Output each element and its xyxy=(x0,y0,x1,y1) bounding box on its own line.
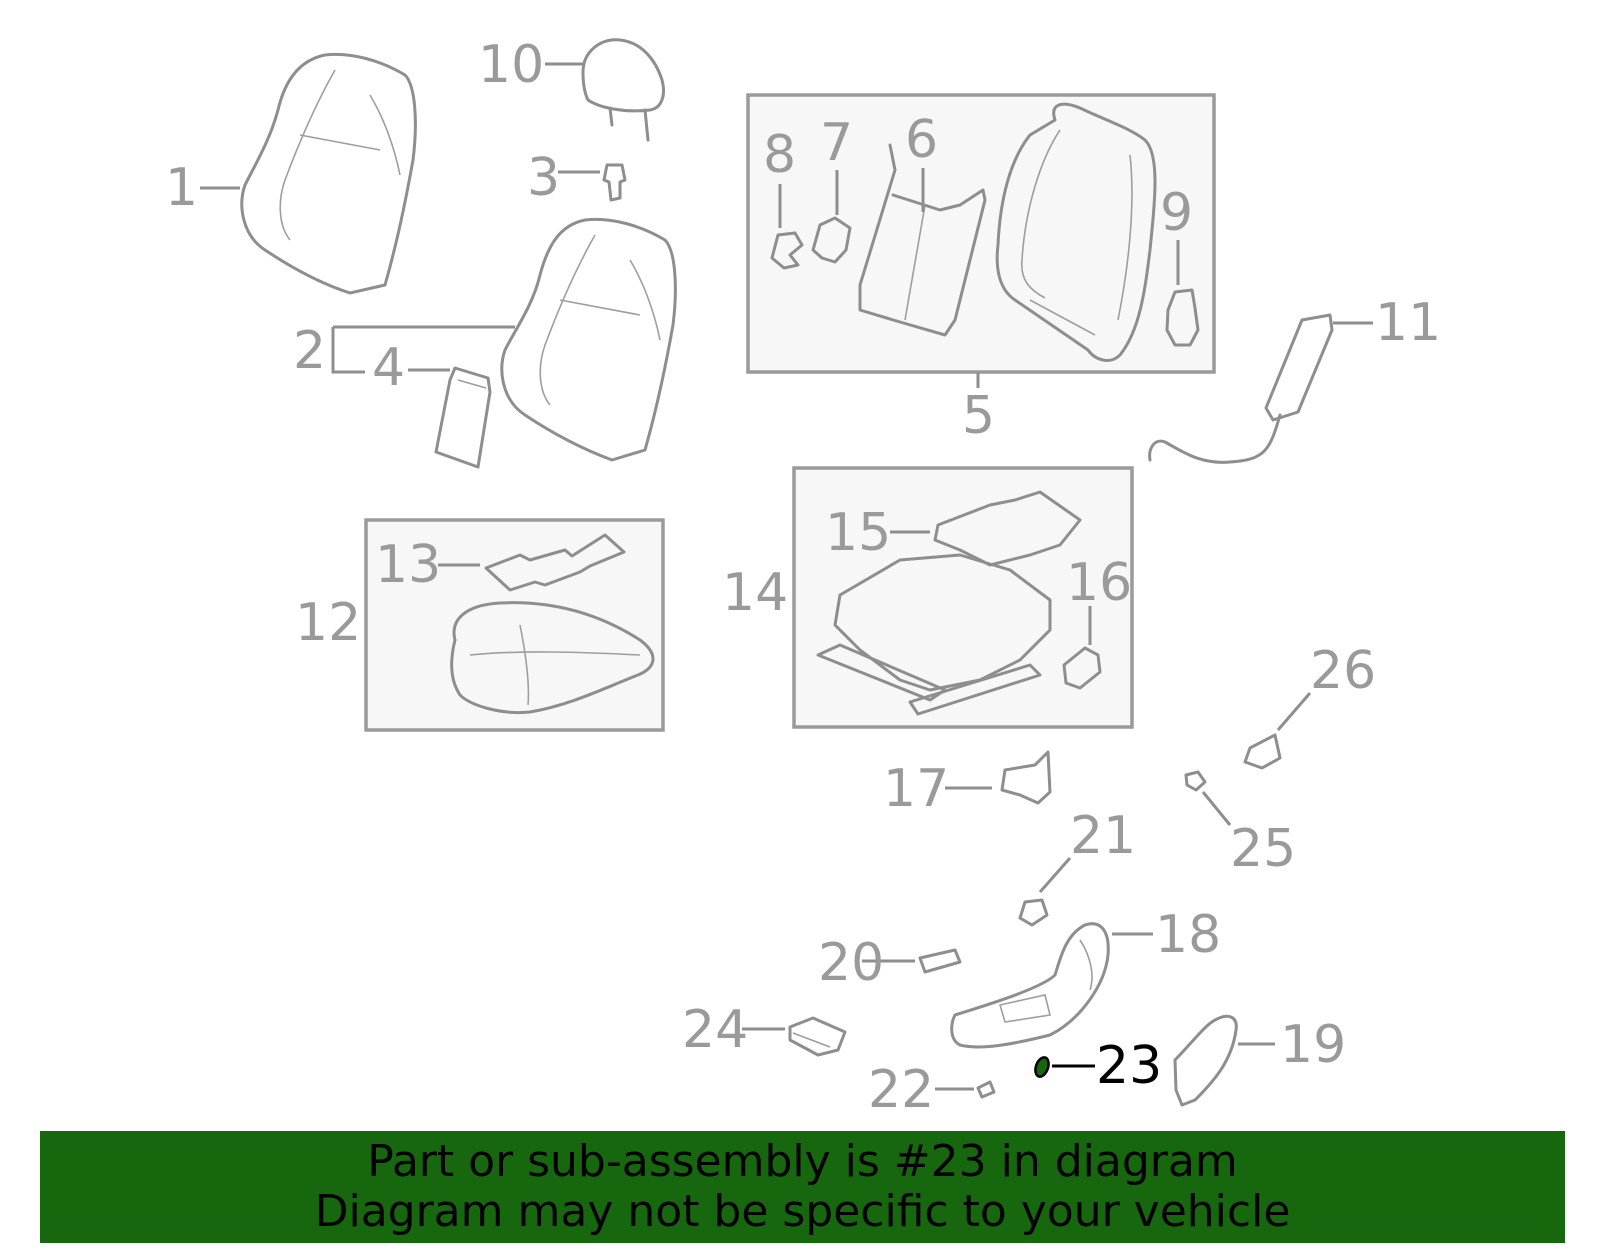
part-12-seat-cushion xyxy=(450,601,655,715)
part-10-headrest xyxy=(581,38,665,142)
callout-3: 3 xyxy=(527,148,560,208)
callout-18: 18 xyxy=(1155,905,1221,965)
callout-1: 1 xyxy=(165,158,198,218)
part-9-motor xyxy=(1165,288,1200,347)
callout-15: 15 xyxy=(825,503,891,563)
part-19-cover xyxy=(1173,1014,1238,1107)
leader-lines xyxy=(200,62,1373,1091)
part-8-bracket xyxy=(770,231,804,270)
callout-16: 16 xyxy=(1066,553,1132,613)
part-4-pad xyxy=(434,366,492,469)
part-25-clip xyxy=(1184,770,1207,792)
callout-7: 7 xyxy=(820,113,853,173)
callout-14: 14 xyxy=(722,563,788,623)
callout-4: 4 xyxy=(372,338,405,398)
part-21-clip xyxy=(1018,898,1049,927)
part-18-side-trim xyxy=(950,922,1110,1049)
callout-2: 2 xyxy=(293,321,326,381)
part-20-connector xyxy=(918,948,962,974)
callout-20: 20 xyxy=(818,933,884,993)
part-26-cover xyxy=(1243,733,1282,770)
callout-8: 8 xyxy=(763,125,796,185)
callout-6: 6 xyxy=(905,110,938,170)
part-22-cap xyxy=(976,1080,996,1099)
part-11-side-airbag xyxy=(1148,313,1334,464)
callout-23: 23 xyxy=(1096,1036,1162,1096)
group-box-14 xyxy=(792,466,1134,729)
part-15-cushion-frame-plate xyxy=(933,490,1082,567)
part-17-switch-bracket xyxy=(1000,750,1052,805)
seat-cushion-frame xyxy=(816,553,1052,716)
seatback-frame xyxy=(995,102,1157,362)
callout-24: 24 xyxy=(682,1000,748,1060)
part-13-heater-mat xyxy=(484,533,626,592)
part-7-bracket xyxy=(811,216,852,264)
part-24-module xyxy=(788,1016,847,1057)
callout-26: 26 xyxy=(1310,641,1376,701)
part-23-highlighted[interactable] xyxy=(1033,1056,1051,1079)
callout-11: 11 xyxy=(1375,293,1441,353)
part-3-clip xyxy=(602,163,627,202)
callout-12: 12 xyxy=(295,593,361,653)
callout-19: 19 xyxy=(1280,1015,1346,1075)
callout-22: 22 xyxy=(868,1060,934,1120)
part-6-back-panel xyxy=(858,143,987,337)
callout-25: 25 xyxy=(1230,819,1296,879)
part-16-motor xyxy=(1062,646,1102,690)
callout-17: 17 xyxy=(883,759,949,819)
callout-labels: 1 2 3 4 5 6 7 8 9 10 11 12 13 14 15 16 1… xyxy=(165,35,1441,1120)
info-banner: Part or sub-assembly is #23 in diagram D… xyxy=(40,1131,1565,1243)
banner-line-disclaimer: Diagram may not be specific to your vehi… xyxy=(314,1186,1291,1237)
callout-10: 10 xyxy=(478,35,544,95)
banner-line-part: Part or sub-assembly is #23 in diagram xyxy=(367,1136,1238,1187)
callout-5: 5 xyxy=(962,386,995,446)
callout-13: 13 xyxy=(375,535,441,595)
callout-21: 21 xyxy=(1070,806,1136,866)
callout-9: 9 xyxy=(1160,183,1193,243)
part-1-seatback-cover xyxy=(240,52,417,295)
part-2-seatback-assembly xyxy=(500,217,677,462)
